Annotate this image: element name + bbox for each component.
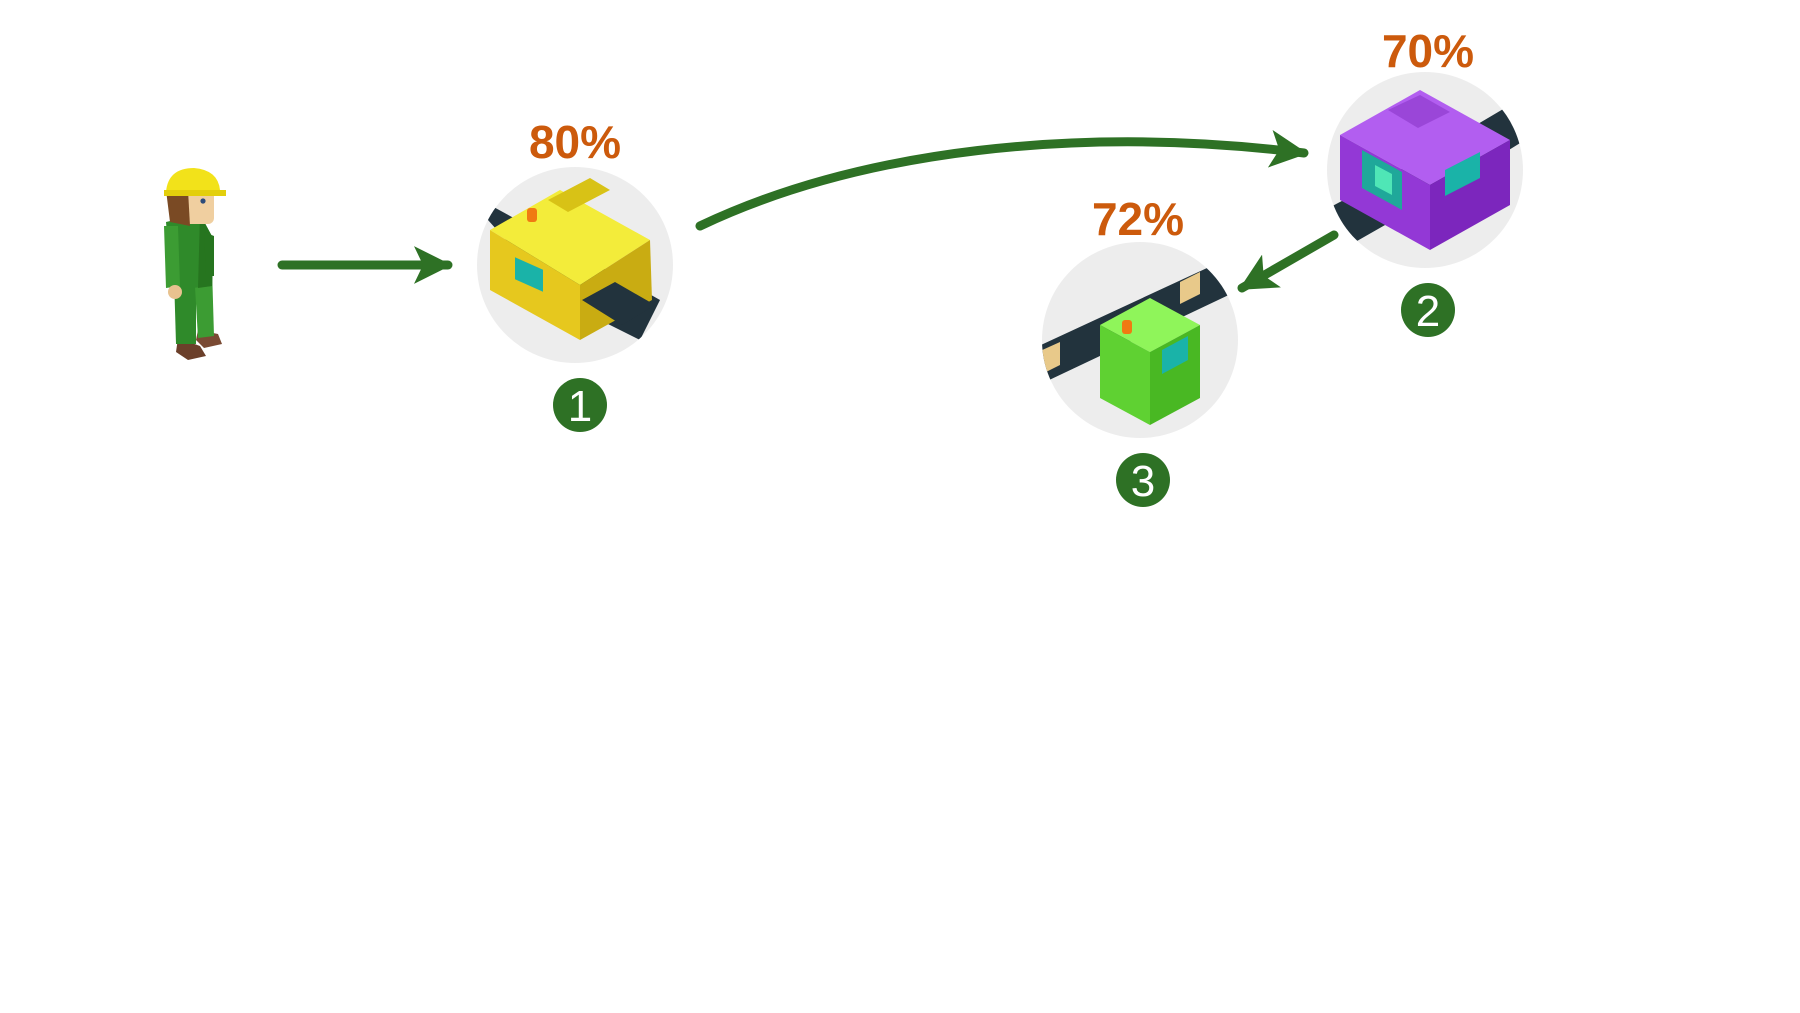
station-3-step-badge xyxy=(1116,453,1170,507)
station-2-percent: 70% xyxy=(1382,25,1474,77)
station-2-step-badge xyxy=(1401,283,1455,337)
station-1: 80% 1 xyxy=(477,116,673,432)
station-2: 70% 2 xyxy=(1327,25,1523,337)
station-3-step-number: 3 xyxy=(1131,457,1155,506)
arrow-station-2-to-station-3 xyxy=(1237,230,1339,293)
green-machine-icon xyxy=(1042,262,1235,425)
purple-machine-icon xyxy=(1327,90,1523,250)
station-3: 72% 3 xyxy=(1042,193,1238,507)
station-2-step-number: 2 xyxy=(1416,287,1440,336)
worker-hardhat-icon xyxy=(164,168,226,360)
yellow-machine-icon xyxy=(477,178,660,340)
station-1-step-badge xyxy=(553,378,607,432)
station-1-percent: 80% xyxy=(529,116,621,168)
station-1-step-number: 1 xyxy=(568,382,592,431)
station-3-percent: 72% xyxy=(1092,193,1184,245)
arrow-station-1-to-station-2 xyxy=(695,130,1309,231)
